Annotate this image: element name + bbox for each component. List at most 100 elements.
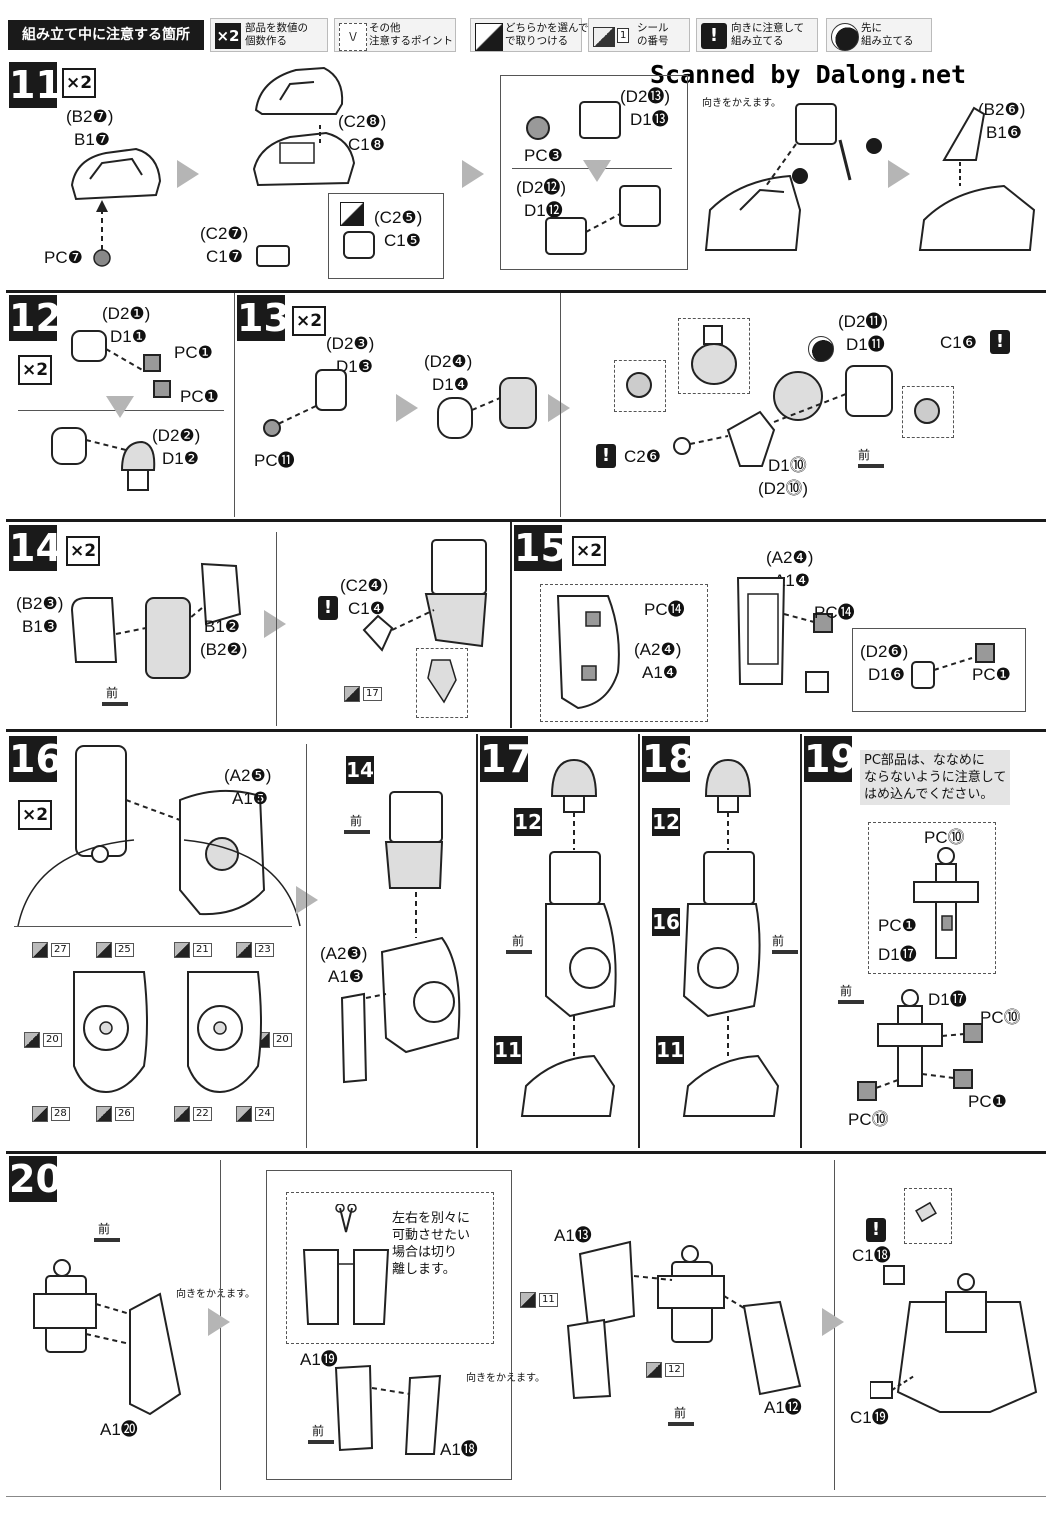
part-label: A1❹ xyxy=(642,663,679,682)
choose-either-icon xyxy=(475,23,503,51)
part-label: PC❶ xyxy=(180,387,219,406)
sticker-icon xyxy=(344,686,360,702)
legend-warning: ! 向きに注意して 組み立てる xyxy=(696,18,818,52)
front-indicator: 前 xyxy=(344,812,370,834)
choose-either-icon xyxy=(340,202,364,226)
legend-assemble-first: 先に 組み立てる xyxy=(826,18,932,52)
part-detail-washer xyxy=(626,372,652,398)
detail-box xyxy=(416,648,468,718)
part-label: A1❺ xyxy=(232,789,269,808)
part-label: PC❶ xyxy=(174,343,213,362)
step-flow-arrow xyxy=(296,886,318,914)
sub-divider xyxy=(14,926,292,927)
row-divider xyxy=(6,1151,1046,1154)
front-label: 前 xyxy=(840,984,853,998)
legend-text: その他 注意するポイント xyxy=(369,22,453,47)
part-d1-1 xyxy=(71,330,171,398)
part-label: B1❼ xyxy=(74,130,111,149)
part-a1-4 xyxy=(736,577,833,693)
sticker-number: 17 xyxy=(363,687,382,701)
part-foot-complete xyxy=(918,106,1036,251)
sub-step-ref: 11 xyxy=(656,1036,684,1064)
part-label: (A2❸) xyxy=(320,944,368,963)
multiplier-badge: ×2 xyxy=(292,306,326,336)
sticker-ref: 11 xyxy=(520,1292,558,1308)
step-number-17: 17 xyxy=(480,736,533,782)
part-foot-assembly xyxy=(704,103,882,251)
sub-flow-arrow xyxy=(106,396,134,418)
part-detail-joint xyxy=(691,325,737,385)
front-indicator: 前 xyxy=(838,982,864,1004)
part-label: C1⓳ xyxy=(850,1408,889,1427)
part-label: D1⓭ xyxy=(630,110,669,129)
part-d1-4 xyxy=(437,377,537,439)
part-label: PC❶ xyxy=(968,1092,1007,1111)
col-divider xyxy=(476,734,478,1148)
front-label: 前 xyxy=(312,1424,325,1438)
part-b1-3-assembly xyxy=(70,562,242,679)
detail-box xyxy=(540,584,708,722)
multiplier-badge: ×2 xyxy=(62,68,96,98)
col-divider xyxy=(276,532,277,726)
sub-assembly-box xyxy=(500,75,688,270)
part-label: PC❶ xyxy=(878,916,917,935)
cutting-detail xyxy=(302,1204,390,1325)
step-number-20: 20 xyxy=(9,1156,62,1202)
part-label: B1❷ xyxy=(204,617,241,636)
part-label: A1⓴ xyxy=(100,1420,138,1439)
sticker-number: 1 xyxy=(617,28,630,43)
part-label: (D2❷) xyxy=(152,426,201,445)
part-c1-alt xyxy=(343,231,375,259)
part-c1-18-detail xyxy=(915,1201,937,1223)
part-label: (A2❺) xyxy=(224,766,272,785)
part-d1-6 xyxy=(911,643,995,689)
part-label: PC❶ xyxy=(972,665,1011,684)
front-label: 前 xyxy=(772,934,785,948)
part-leg-assembly xyxy=(340,791,461,1084)
front-indicator: 前 xyxy=(772,932,798,954)
warning-icon: ! xyxy=(866,1218,886,1242)
front-indicator: 前 xyxy=(94,1220,120,1242)
part-label: PC⓮ xyxy=(814,603,855,622)
part-label: (C2❺) xyxy=(374,208,423,227)
sub-flow-arrow xyxy=(583,160,611,182)
col-divider xyxy=(638,734,640,1148)
part-d1-3 xyxy=(263,369,347,437)
legend-title: 組み立て中に注意する箇所 xyxy=(8,20,204,50)
part-label: D1⓬ xyxy=(524,201,563,220)
front-label: 前 xyxy=(512,934,525,948)
legend-text: どちらかを選んで で取りつける xyxy=(505,22,589,47)
choose-either-box xyxy=(328,193,444,279)
multiplier-badge: ×2 xyxy=(18,800,52,830)
part-label: (D2❻) xyxy=(860,642,909,661)
orientation-note: 向きをかえます。 xyxy=(702,98,781,109)
warning-icon: ! xyxy=(318,596,338,620)
part-skirt-complete xyxy=(870,1265,1038,1413)
part-d1-13 xyxy=(579,101,621,139)
col-divider xyxy=(510,522,512,728)
orientation-note: 向きをかえます。 xyxy=(176,1289,255,1300)
front-label: 前 xyxy=(674,1406,687,1420)
part-waist-assembly xyxy=(566,1240,802,1400)
part-label: A1⓭ xyxy=(554,1226,592,1245)
part-label: (D2❹) xyxy=(424,352,473,371)
part-label: (B2❼) xyxy=(66,107,114,126)
legend-multiplier: ×2 部品を数値の 個数作る xyxy=(210,18,328,52)
assembly-arrow xyxy=(93,200,111,267)
part-knee-panel-right xyxy=(187,971,262,1094)
detail-box xyxy=(904,1188,952,1244)
part-d1-10-assembly xyxy=(673,365,893,467)
detail-box xyxy=(286,1192,494,1344)
step-flow-arrow xyxy=(396,394,418,422)
part-d1-12 xyxy=(545,185,661,255)
part-label: (C2❼) xyxy=(200,224,249,243)
sub-step-ref: 11 xyxy=(494,1036,522,1064)
col-divider xyxy=(306,744,307,1148)
front-label: 前 xyxy=(98,1222,111,1236)
sticker-shape xyxy=(427,659,457,704)
part-c2-top xyxy=(254,66,344,115)
part-label: D1⓱ xyxy=(928,990,967,1009)
sub-step-ref: 14 xyxy=(346,756,374,784)
legend-text: 部品を数値の 個数作る xyxy=(245,22,308,47)
part-label: C1❻ xyxy=(940,333,977,352)
